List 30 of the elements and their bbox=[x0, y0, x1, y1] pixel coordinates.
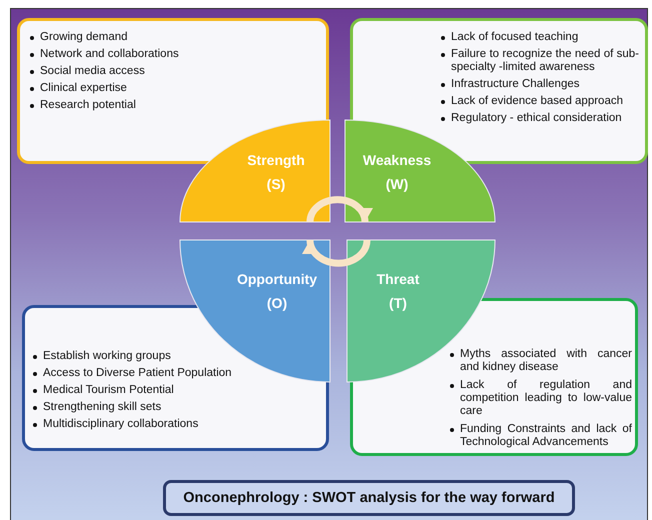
list-item: Multidisciplinary collaborations bbox=[43, 418, 200, 431]
list-item: Clinical expertise bbox=[40, 82, 128, 95]
quadrant-letter: (S) bbox=[266, 176, 286, 192]
list-item: Lack of focused teaching bbox=[451, 31, 580, 44]
cycle-arrow bbox=[303, 240, 370, 267]
list-item: Access to Diverse Patient Population bbox=[43, 367, 233, 380]
list-item: Lack of regulation and competition leading to low-value care bbox=[460, 379, 632, 418]
list-item: Research potential bbox=[40, 99, 137, 112]
list-item: Establish working groups bbox=[43, 350, 172, 363]
list-item: Social media access bbox=[40, 65, 146, 78]
list-item: Infrastructure Challenges bbox=[451, 78, 580, 91]
quadrant-title: Weakness bbox=[362, 152, 432, 168]
list-item: Failure to recognize the need of sub-specialty -limited awareness bbox=[451, 48, 639, 74]
cycle-arrow bbox=[306, 196, 372, 222]
list-item: Medical Tourism Potential bbox=[43, 384, 175, 397]
list-item: Growing demand bbox=[40, 31, 129, 44]
quadrant-letter: (W) bbox=[384, 176, 410, 192]
quadrant-title: Opportunity bbox=[236, 271, 318, 287]
list-box bbox=[350, 18, 648, 164]
quadrant-title: Threat bbox=[376, 271, 420, 287]
quadrant-letter: (T) bbox=[388, 295, 408, 311]
list-item: Myths associated with cancer and kidney disease bbox=[460, 348, 632, 374]
diagram-title: Onconephrology : SWOT analysis for the way forward bbox=[183, 490, 555, 506]
list-item: Strengthening skill sets bbox=[43, 401, 162, 414]
list-item: Lack of evidence based approach bbox=[451, 95, 624, 108]
list-item: Network and collaborations bbox=[40, 48, 180, 61]
list-item: Regulatory - ethical consideration bbox=[451, 112, 623, 125]
list-item: Funding Constraints and lack of Technological Advancements bbox=[460, 423, 632, 449]
quadrant-letter: (O) bbox=[266, 295, 288, 311]
quadrant-title: Strength bbox=[246, 152, 306, 168]
